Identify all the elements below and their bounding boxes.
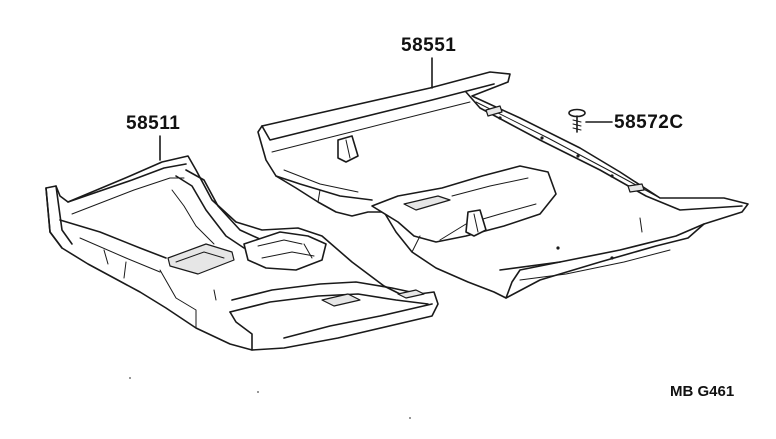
- part-number-58551: 58551: [401, 35, 457, 56]
- figure-code: MB G461: [670, 383, 735, 400]
- front-floor-carpet: [45, 155, 439, 351]
- part-number-58511: 58511: [126, 113, 181, 134]
- clip-part: [568, 108, 586, 133]
- rear-floor-carpet: [257, 71, 749, 299]
- part-number-58572c: 58572C: [614, 112, 684, 133]
